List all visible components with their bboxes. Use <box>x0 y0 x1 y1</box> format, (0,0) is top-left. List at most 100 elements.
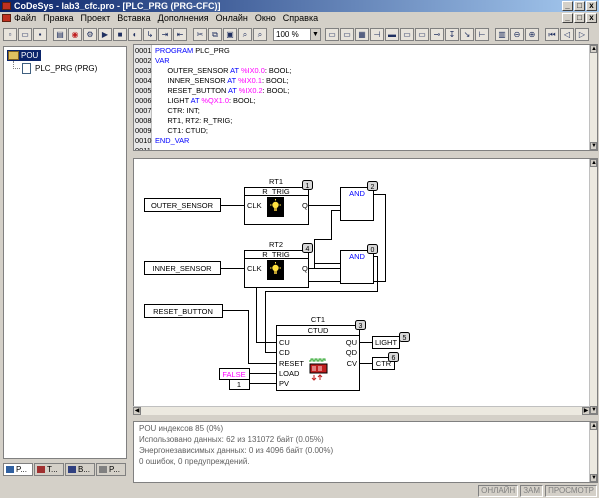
cfc-input-icon[interactable]: ▭ <box>325 27 339 41</box>
open-folder-icon[interactable]: ▭ <box>18 27 32 41</box>
cfc-output-icon[interactable]: ▭ <box>340 27 354 41</box>
minimize-button[interactable]: _ <box>562 1 573 11</box>
line-number: 0010 <box>135 136 152 145</box>
stop-icon[interactable]: ■ <box>113 27 127 41</box>
tab-pous[interactable]: P... <box>3 463 33 476</box>
cfc-comment-icon[interactable]: ▭ <box>415 27 429 41</box>
scroll-up-icon[interactable]: ▲ <box>590 159 597 167</box>
cfc-out-pin-icon[interactable]: ↧ <box>445 27 459 41</box>
tab-data-types[interactable]: T... <box>34 463 64 476</box>
tree-item-plc-prg-label: PLC_PRG (PRG) <box>35 64 98 73</box>
cfc-editor[interactable]: OUTER_SENSOR INNER_SENSOR RESET_BUTTON F… <box>133 158 598 415</box>
code-text: OUTER_SENSOR AT %IX0.0: BOOL; <box>155 66 291 76</box>
pane-splitter[interactable] <box>133 151 599 158</box>
cfc-zoom-in-icon[interactable]: ⊖ <box>510 27 524 41</box>
scroll-up-icon[interactable]: ▲ <box>590 45 597 53</box>
menu-help[interactable]: Справка <box>282 13 319 23</box>
find-next-icon[interactable]: ⌕ <box>253 27 267 41</box>
order-next-icon[interactable]: ▷ <box>575 27 589 41</box>
cfc-macro-icon[interactable]: ▥ <box>495 27 509 41</box>
breakpoint-icon[interactable]: ◐ <box>128 27 142 41</box>
write-values-icon[interactable]: ⇥ <box>158 27 172 41</box>
scroll-down-icon[interactable]: ▼ <box>590 142 597 150</box>
cfc-horizontal-scrollbar[interactable]: ◀ ▶ <box>133 406 590 415</box>
cfc-zoom-out-icon[interactable]: ⊕ <box>525 27 539 41</box>
step-icon[interactable]: ↳ <box>143 27 157 41</box>
child-minimize-button[interactable]: _ <box>562 13 573 23</box>
tab-visualizations[interactable]: B... <box>65 463 95 476</box>
cfc-in-pin-icon[interactable]: ⊸ <box>430 27 444 41</box>
cfc-label-icon[interactable]: ▬ <box>385 27 399 41</box>
and2-block[interactable]: AND 0 <box>340 244 378 284</box>
input-pv[interactable]: 1 <box>229 379 250 390</box>
scroll-down-icon[interactable]: ▼ <box>590 474 597 482</box>
zoom-select[interactable]: 100 %▼ <box>273 27 321 41</box>
find-icon[interactable]: ⌕ <box>238 27 252 41</box>
tree-item-pou[interactable]: POU <box>7 50 42 61</box>
scroll-down-icon[interactable]: ▼ <box>590 406 597 414</box>
cfc-return-icon[interactable]: ▭ <box>400 27 414 41</box>
menu-file[interactable]: Файл <box>14 13 37 23</box>
child-restore-button[interactable]: □ <box>574 13 585 23</box>
document-icon[interactable] <box>2 14 11 22</box>
data-types-tab-icon <box>37 466 45 473</box>
order-prev-icon[interactable]: ◁ <box>560 27 574 41</box>
chevron-down-icon[interactable]: ▼ <box>310 28 320 40</box>
close-button[interactable]: x <box>586 1 597 11</box>
output-ctr[interactable]: CTR 6 <box>372 352 399 370</box>
tree-item-plc-prg[interactable]: PLC_PRG (PRG) <box>20 63 97 74</box>
address-token: %QX1.0 <box>199 96 229 105</box>
tab-visualizations-label: B... <box>78 465 91 474</box>
message-scrollbar[interactable]: ▲ ▼ <box>589 422 597 482</box>
input-inner-sensor[interactable]: INNER_SENSOR <box>144 261 221 275</box>
compile-icon[interactable]: ▤ <box>53 27 67 41</box>
ct1-pin-qd: QD <box>346 348 358 357</box>
run-icon[interactable]: ▶ <box>98 27 112 41</box>
menu-window[interactable]: Окно <box>254 13 276 23</box>
force-values-icon[interactable]: ⇤ <box>173 27 187 41</box>
save-icon[interactable]: ▪ <box>33 27 47 41</box>
output-light[interactable]: LIGHT 5 <box>372 332 410 349</box>
cfc-box-icon[interactable]: ▦ <box>355 27 369 41</box>
scroll-right-icon[interactable]: ▶ <box>582 407 590 415</box>
rt2-block[interactable]: RT2 R_TRIG CLK Q 4 <box>244 240 313 288</box>
tab-resources[interactable]: P... <box>96 463 126 476</box>
cfc-diagram[interactable]: OUTER_SENSOR INNER_SENSOR RESET_BUTTON F… <box>134 159 598 415</box>
menu-extras[interactable]: Дополнения <box>157 13 209 23</box>
rt1-block[interactable]: RT1 R_TRIG CLK Q 1 <box>244 177 313 225</box>
ct1-pin-load: LOAD <box>279 369 300 378</box>
menu-online[interactable]: Онлайн <box>215 13 248 23</box>
ct1-pin-reset: RESET <box>279 359 304 368</box>
order-first-icon[interactable]: ⏮ <box>545 27 559 41</box>
line-number: 0003 <box>135 66 152 75</box>
cut-icon[interactable]: ✂ <box>193 27 207 41</box>
logout-icon[interactable]: ⚙ <box>83 27 97 41</box>
cfc-set-reset-icon[interactable]: ⊢ <box>475 27 489 41</box>
input-outer-sensor[interactable]: OUTER_SENSOR <box>144 198 221 212</box>
code-text: VAR <box>155 56 170 66</box>
and1-block[interactable]: AND 2 <box>340 181 378 221</box>
input-false[interactable]: FALSE <box>219 368 250 380</box>
declaration-scrollbar[interactable]: ▲ ▼ <box>589 45 597 150</box>
copy-icon[interactable]: ⧉ <box>208 27 222 41</box>
scroll-up-icon[interactable]: ▲ <box>590 422 597 430</box>
cfc-jump-icon[interactable]: ⊣ <box>370 27 384 41</box>
wire-and2-to-cd <box>265 256 378 353</box>
child-close-button[interactable]: x <box>586 13 597 23</box>
new-file-icon[interactable]: ▫ <box>3 27 17 41</box>
menu-insert[interactable]: Вставка <box>117 13 151 23</box>
maximize-button[interactable]: □ <box>574 1 585 11</box>
cfc-vertical-scrollbar[interactable]: ▲ ▼ <box>589 159 597 414</box>
code-token: RESET_BUTTON <box>155 86 228 95</box>
message-window[interactable]: POU индексов 85 (0%) Использовано данных… <box>133 421 598 483</box>
scroll-left-icon[interactable]: ◀ <box>133 407 141 415</box>
menu-project[interactable]: Проект <box>80 13 111 23</box>
rt1-type-label: R_TRIG <box>262 187 290 196</box>
menu-edit[interactable]: Правка <box>43 13 74 23</box>
login-icon[interactable]: ◉ <box>68 27 82 41</box>
cfc-negate-icon[interactable]: ↘ <box>460 27 474 41</box>
ct1-block[interactable]: CT1 CTUD CU CD RESET LOAD PV QU QD CV 3 <box>276 315 366 391</box>
input-reset-button[interactable]: RESET_BUTTON <box>144 304 223 318</box>
paste-icon[interactable]: ▣ <box>223 27 237 41</box>
